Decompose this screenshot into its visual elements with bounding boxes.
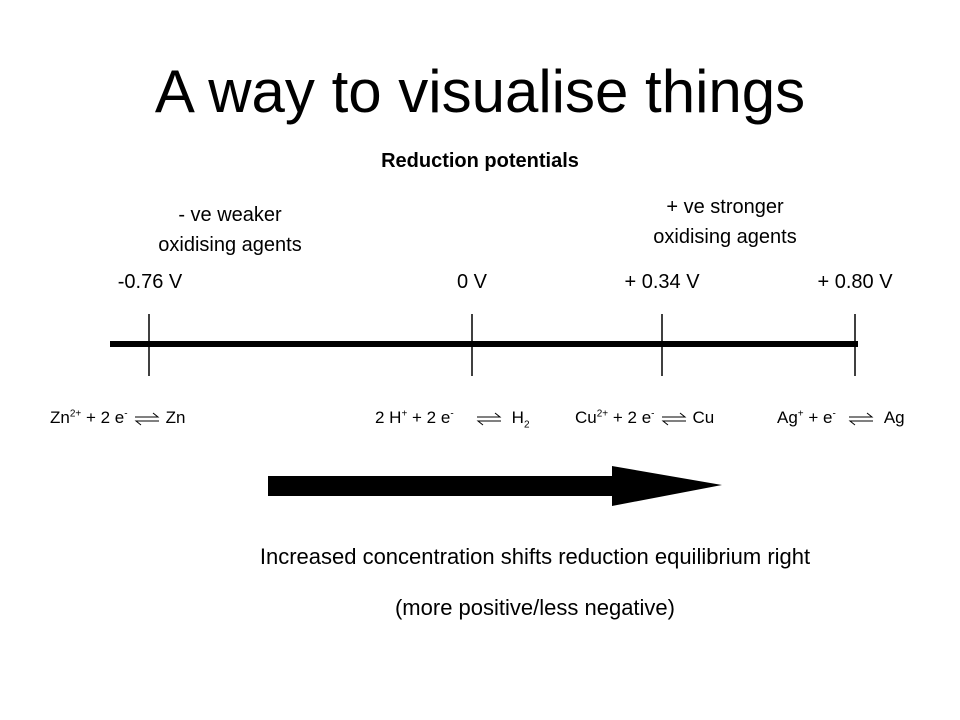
left-note: - ve weaker oxidising agents	[130, 200, 330, 260]
equation-ag-electron-charge: -	[832, 408, 836, 420]
caption-line1: Increased concentration shifts reduction…	[259, 544, 811, 569]
equation-ag-reactant: Ag	[777, 408, 798, 427]
equation-h-subscript: 2	[523, 419, 530, 431]
equation-h: 2 H+ + 2 e- H2	[375, 408, 530, 431]
left-note-line1: - ve weaker	[178, 204, 282, 226]
equation-zn-reactant: Zn	[50, 408, 70, 427]
equilibrium-arrow-icon	[134, 412, 160, 425]
equation-cu: Cu2+ + 2 e-Cu	[575, 408, 714, 428]
equation-zn-charge: 2+	[69, 408, 82, 420]
equation-zn: Zn2+ + 2 e-Zn	[50, 408, 185, 428]
potential-label-cu: + 0.34 V	[624, 271, 700, 293]
left-note-line2: oxidising agents	[158, 234, 302, 256]
page-title: A way to visualise things	[154, 58, 806, 125]
diagram-subtitle: Reduction potentials	[381, 150, 579, 172]
equation-ag-electrons: + e	[803, 408, 833, 427]
equation-ag: Ag+ + e-Ag	[777, 408, 905, 428]
equation-cu-electron-charge: -	[651, 408, 655, 420]
equation-zn-electrons: + 2 e	[81, 408, 125, 427]
equation-cu-electrons: + 2 e	[608, 408, 652, 427]
equation-ag-charge: +	[797, 408, 804, 420]
equation-h-charge: +	[401, 408, 408, 420]
equilibrium-arrow-icon	[476, 412, 502, 425]
right-note-line1: + ve stronger	[666, 196, 784, 218]
equilibrium-arrow-icon	[661, 412, 686, 425]
potential-label-zn: -0.76 V	[117, 271, 183, 293]
equation-cu-charge: 2+	[596, 408, 609, 420]
equation-h-electron-charge: -	[450, 408, 454, 420]
right-arrow-icon	[268, 466, 722, 506]
right-note: + ve stronger oxidising agents	[620, 192, 830, 252]
equation-zn-product: Zn	[165, 408, 186, 427]
right-note-line2: oxidising agents	[653, 226, 797, 248]
potential-label-h: 0 V	[456, 271, 488, 293]
equation-ag-product: Ag	[883, 408, 905, 427]
potential-label-ag: + 0.80 V	[817, 271, 893, 293]
caption-line2: (more positive/less negative)	[394, 595, 675, 620]
equation-h-product: H	[511, 408, 524, 427]
equation-cu-reactant: Cu	[575, 408, 597, 427]
equation-h-electrons: + 2 e	[407, 408, 451, 427]
equation-zn-electron-charge: -	[124, 408, 128, 420]
equilibrium-arrow-icon	[848, 412, 874, 425]
equation-h-reactant: 2 H	[375, 408, 402, 427]
equation-cu-product: Cu	[692, 408, 715, 427]
